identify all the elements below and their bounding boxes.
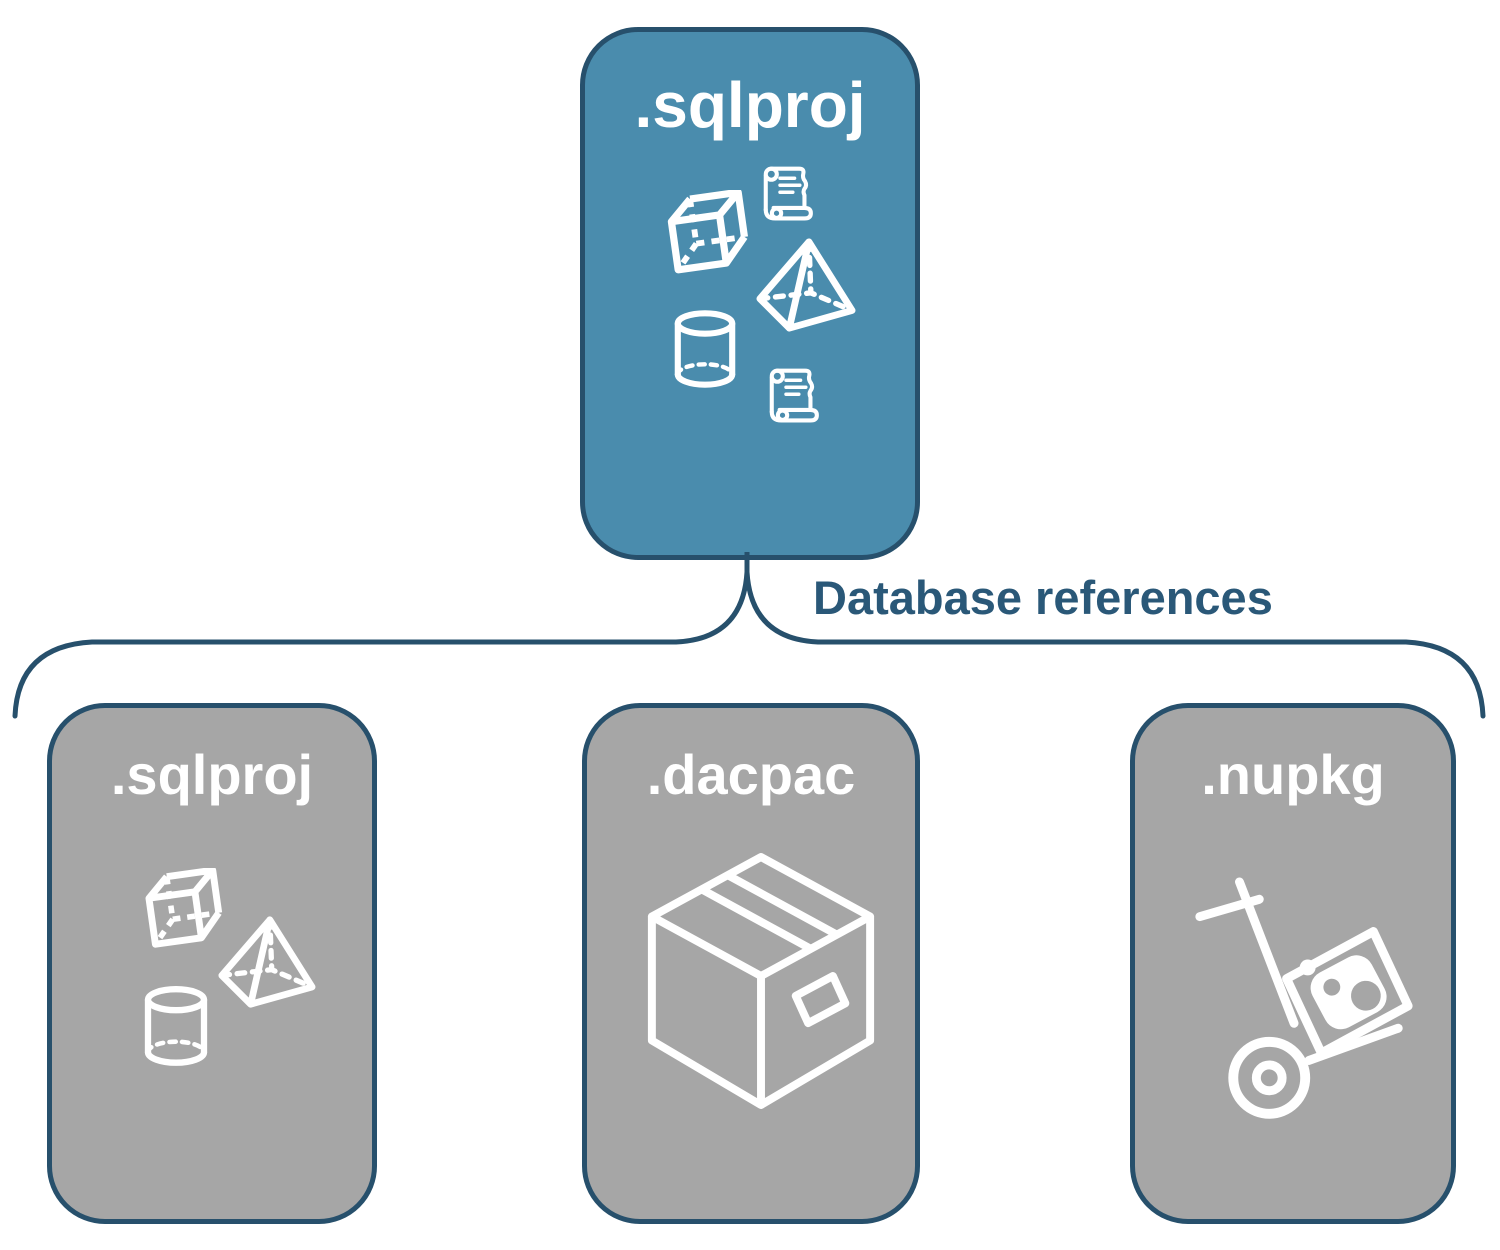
cylinder-icon <box>141 985 211 1069</box>
root-box-sqlproj: .sqlproj <box>580 27 920 560</box>
child-box-sqlproj: .sqlproj <box>47 703 377 1224</box>
connector-label: Database references <box>813 571 1273 624</box>
child-box-title: .nupkg <box>1201 743 1385 806</box>
child-box-title: .sqlproj <box>110 743 314 806</box>
scroll-icon <box>757 162 817 226</box>
nuget-hand-truck-icon <box>1175 863 1423 1129</box>
scroll-icon <box>763 364 823 428</box>
root-box-title: .sqlproj <box>634 69 866 141</box>
pyramid-icon <box>215 914 317 1010</box>
cube-icon <box>137 868 227 954</box>
cube-icon <box>656 190 756 280</box>
pyramid-icon <box>743 236 867 334</box>
package-box-icon <box>637 842 885 1120</box>
child-box-dacpac: .dacpac <box>582 703 920 1224</box>
child-box-title: .dacpac <box>646 743 856 806</box>
child-box-nupkg: .nupkg <box>1130 703 1456 1224</box>
cylinder-icon <box>671 308 739 392</box>
